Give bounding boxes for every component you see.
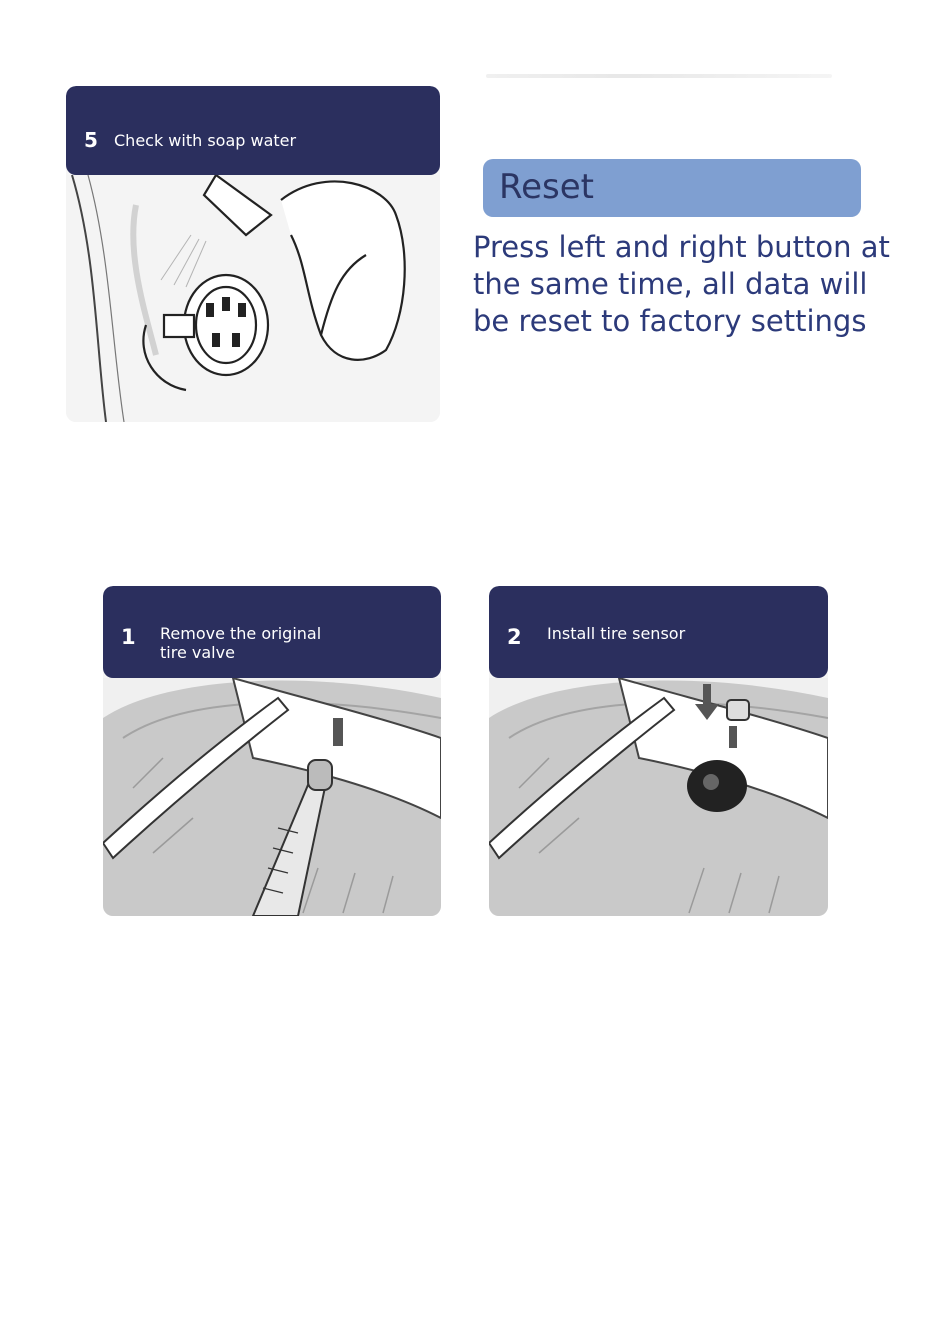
step-2-card: 2 Install tire sensor: [489, 586, 828, 916]
step-5-number: 5: [84, 128, 98, 152]
step-1-number: 1: [121, 625, 136, 649]
faded-top-line: [486, 74, 832, 78]
install-sensor-illustration: [489, 678, 828, 916]
reset-title: Reset: [499, 167, 594, 207]
step-5-card: 5 Check with soap water: [66, 86, 440, 422]
step-2-caption: Install tire sensor: [547, 624, 685, 643]
step-2-number: 2: [507, 625, 522, 649]
reset-badge: Reset: [483, 159, 861, 217]
soap-water-illustration: [66, 175, 440, 422]
step-1-caption-line-1: Remove the original: [160, 624, 321, 643]
step-2-header: 2 Install tire sensor: [489, 586, 828, 678]
reset-description: Press left and right button at the same …: [473, 229, 893, 340]
step-5-header: 5 Check with soap water: [66, 86, 440, 175]
step-1-header: 1 Remove the original tire valve: [103, 586, 441, 678]
remove-valve-illustration: [103, 678, 441, 916]
step-1-caption: Remove the original tire valve: [160, 624, 321, 662]
step-1-card: 1 Remove the original tire valve: [103, 586, 441, 916]
step-5-caption: Check with soap water: [114, 131, 296, 150]
step-1-caption-line-2: tire valve: [160, 643, 235, 662]
